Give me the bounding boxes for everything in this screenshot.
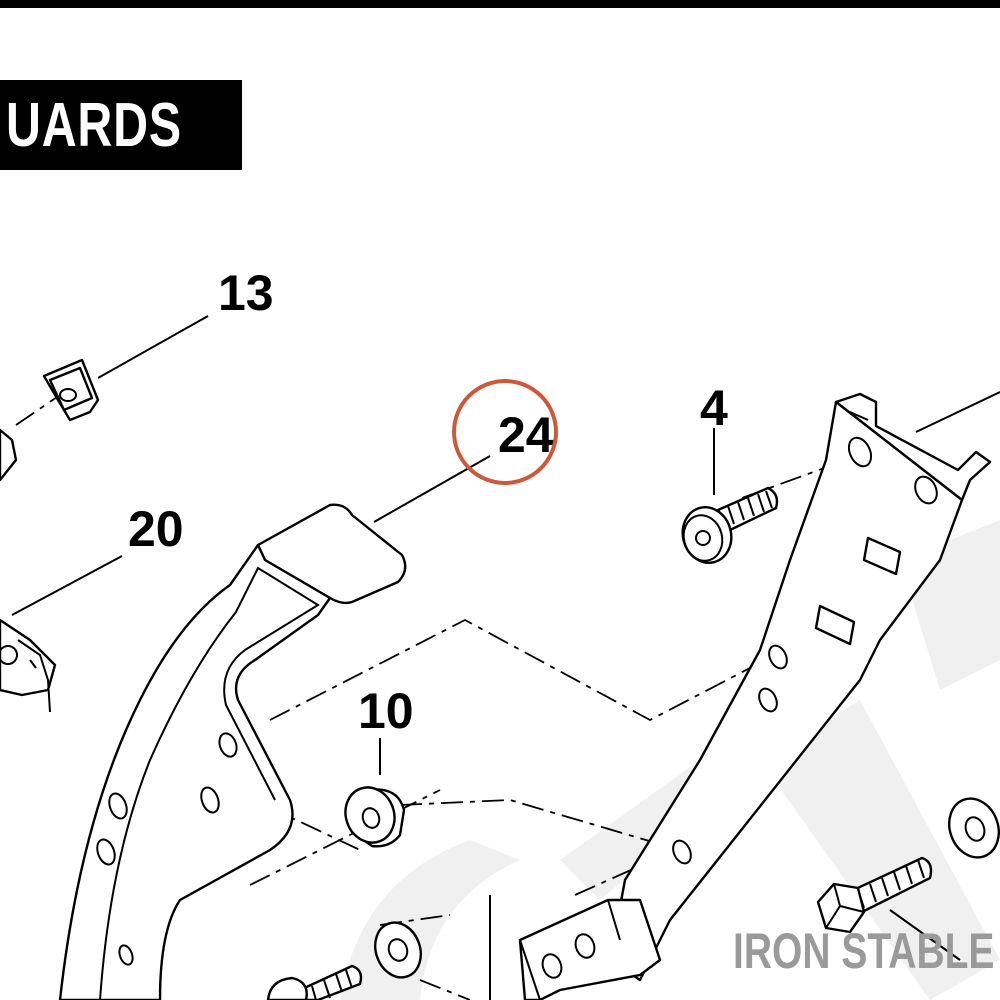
hex-bolt-assembly <box>816 797 1000 961</box>
part-24-guard-bracket <box>58 503 407 1000</box>
part-10-spacer <box>344 786 406 848</box>
callout-13: 13 <box>218 265 274 321</box>
callout-10: 10 <box>358 683 414 739</box>
watermark-text: IRON STABLE <box>733 923 995 979</box>
bottom-washer-bolt <box>266 921 422 1000</box>
callout-24: 24 <box>498 407 554 463</box>
top-rule <box>0 0 1000 8</box>
lower-foot-bracket <box>489 895 662 1000</box>
part-20-clamp <box>0 618 57 713</box>
callout-20: 20 <box>128 501 184 557</box>
part-4-screw <box>681 486 779 564</box>
callout-24-highlight-ring <box>452 379 558 485</box>
section-title: UARDS <box>6 90 182 160</box>
callout-4: 4 <box>700 380 728 436</box>
section-title-bar: UARDS <box>0 80 242 170</box>
part-13-clip-nut <box>0 358 100 482</box>
